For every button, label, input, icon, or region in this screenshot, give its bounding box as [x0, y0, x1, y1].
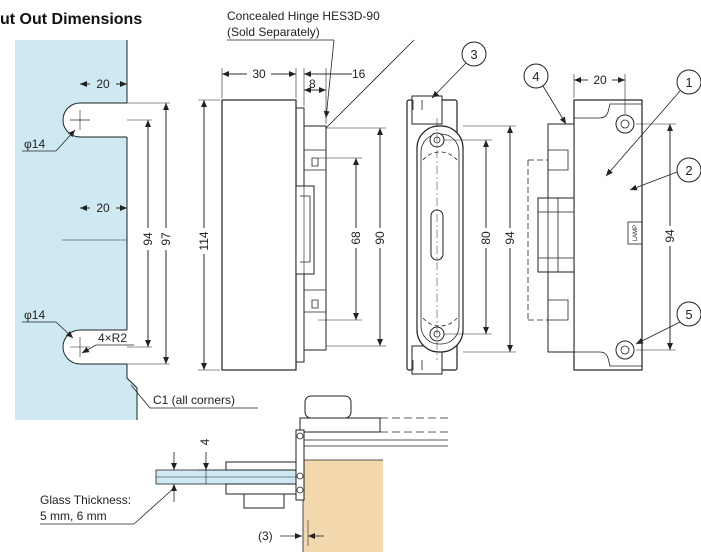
logo-mark: LAMP	[633, 225, 639, 241]
dim-114: 114	[197, 231, 211, 250]
dim-8: 8	[309, 77, 316, 91]
callout-5: 5	[685, 307, 692, 322]
radius-note: 4×R2	[98, 331, 127, 345]
page-title: ut Out Dimensions	[0, 11, 142, 28]
callout-3: 3	[470, 47, 477, 62]
dim-80: 80	[479, 231, 493, 245]
hinge-note-line2: (Sold Separately)	[227, 25, 320, 39]
dim-97-cutout: 97	[159, 232, 173, 246]
corner-note: C1 (all corners)	[153, 393, 235, 407]
cabinet-wood	[303, 460, 383, 552]
hole-dia-upper: φ14	[24, 137, 45, 151]
dim-30: 30	[252, 67, 266, 81]
dim-20-rear: 20	[593, 73, 607, 87]
hinge-rear-view: LAMP 20 94 1 2 4 5	[523, 63, 701, 371]
dim-16: 16	[352, 67, 366, 81]
callout-4: 4	[532, 69, 539, 84]
callout-1: 1	[685, 75, 692, 90]
glass-note-line1: Glass Thickness:	[40, 493, 131, 507]
dim-94-rear: 94	[663, 229, 677, 243]
dim-94-front: 94	[503, 231, 517, 245]
dim-90: 90	[373, 231, 387, 245]
dim-3: (3)	[258, 529, 273, 543]
hinge-note-line1: Concealed Hinge HES3D-90	[227, 9, 380, 23]
dim-4: 4	[198, 438, 212, 445]
installed-section-view: 4 Glass Thickness: 5 mm, 6 mm (3)	[40, 395, 448, 552]
dim-20-mid: 20	[96, 201, 110, 215]
hinge-front-view: 80 94 3	[406, 41, 517, 375]
glass-note-line2: 5 mm, 6 mm	[40, 509, 107, 523]
glass-cutout-view: 20 20 94 97 φ14 φ14 4×R2 C1 (all corner	[15, 40, 258, 420]
hole-dia-lower: φ14	[24, 308, 45, 322]
dim-68: 68	[349, 231, 363, 245]
dim-94-cutout: 94	[141, 232, 155, 246]
dim-20-top: 20	[96, 77, 110, 91]
hinge-side-view: Concealed Hinge HES3D-90 (Sold Separatel…	[197, 9, 415, 371]
callout-2: 2	[685, 163, 692, 178]
